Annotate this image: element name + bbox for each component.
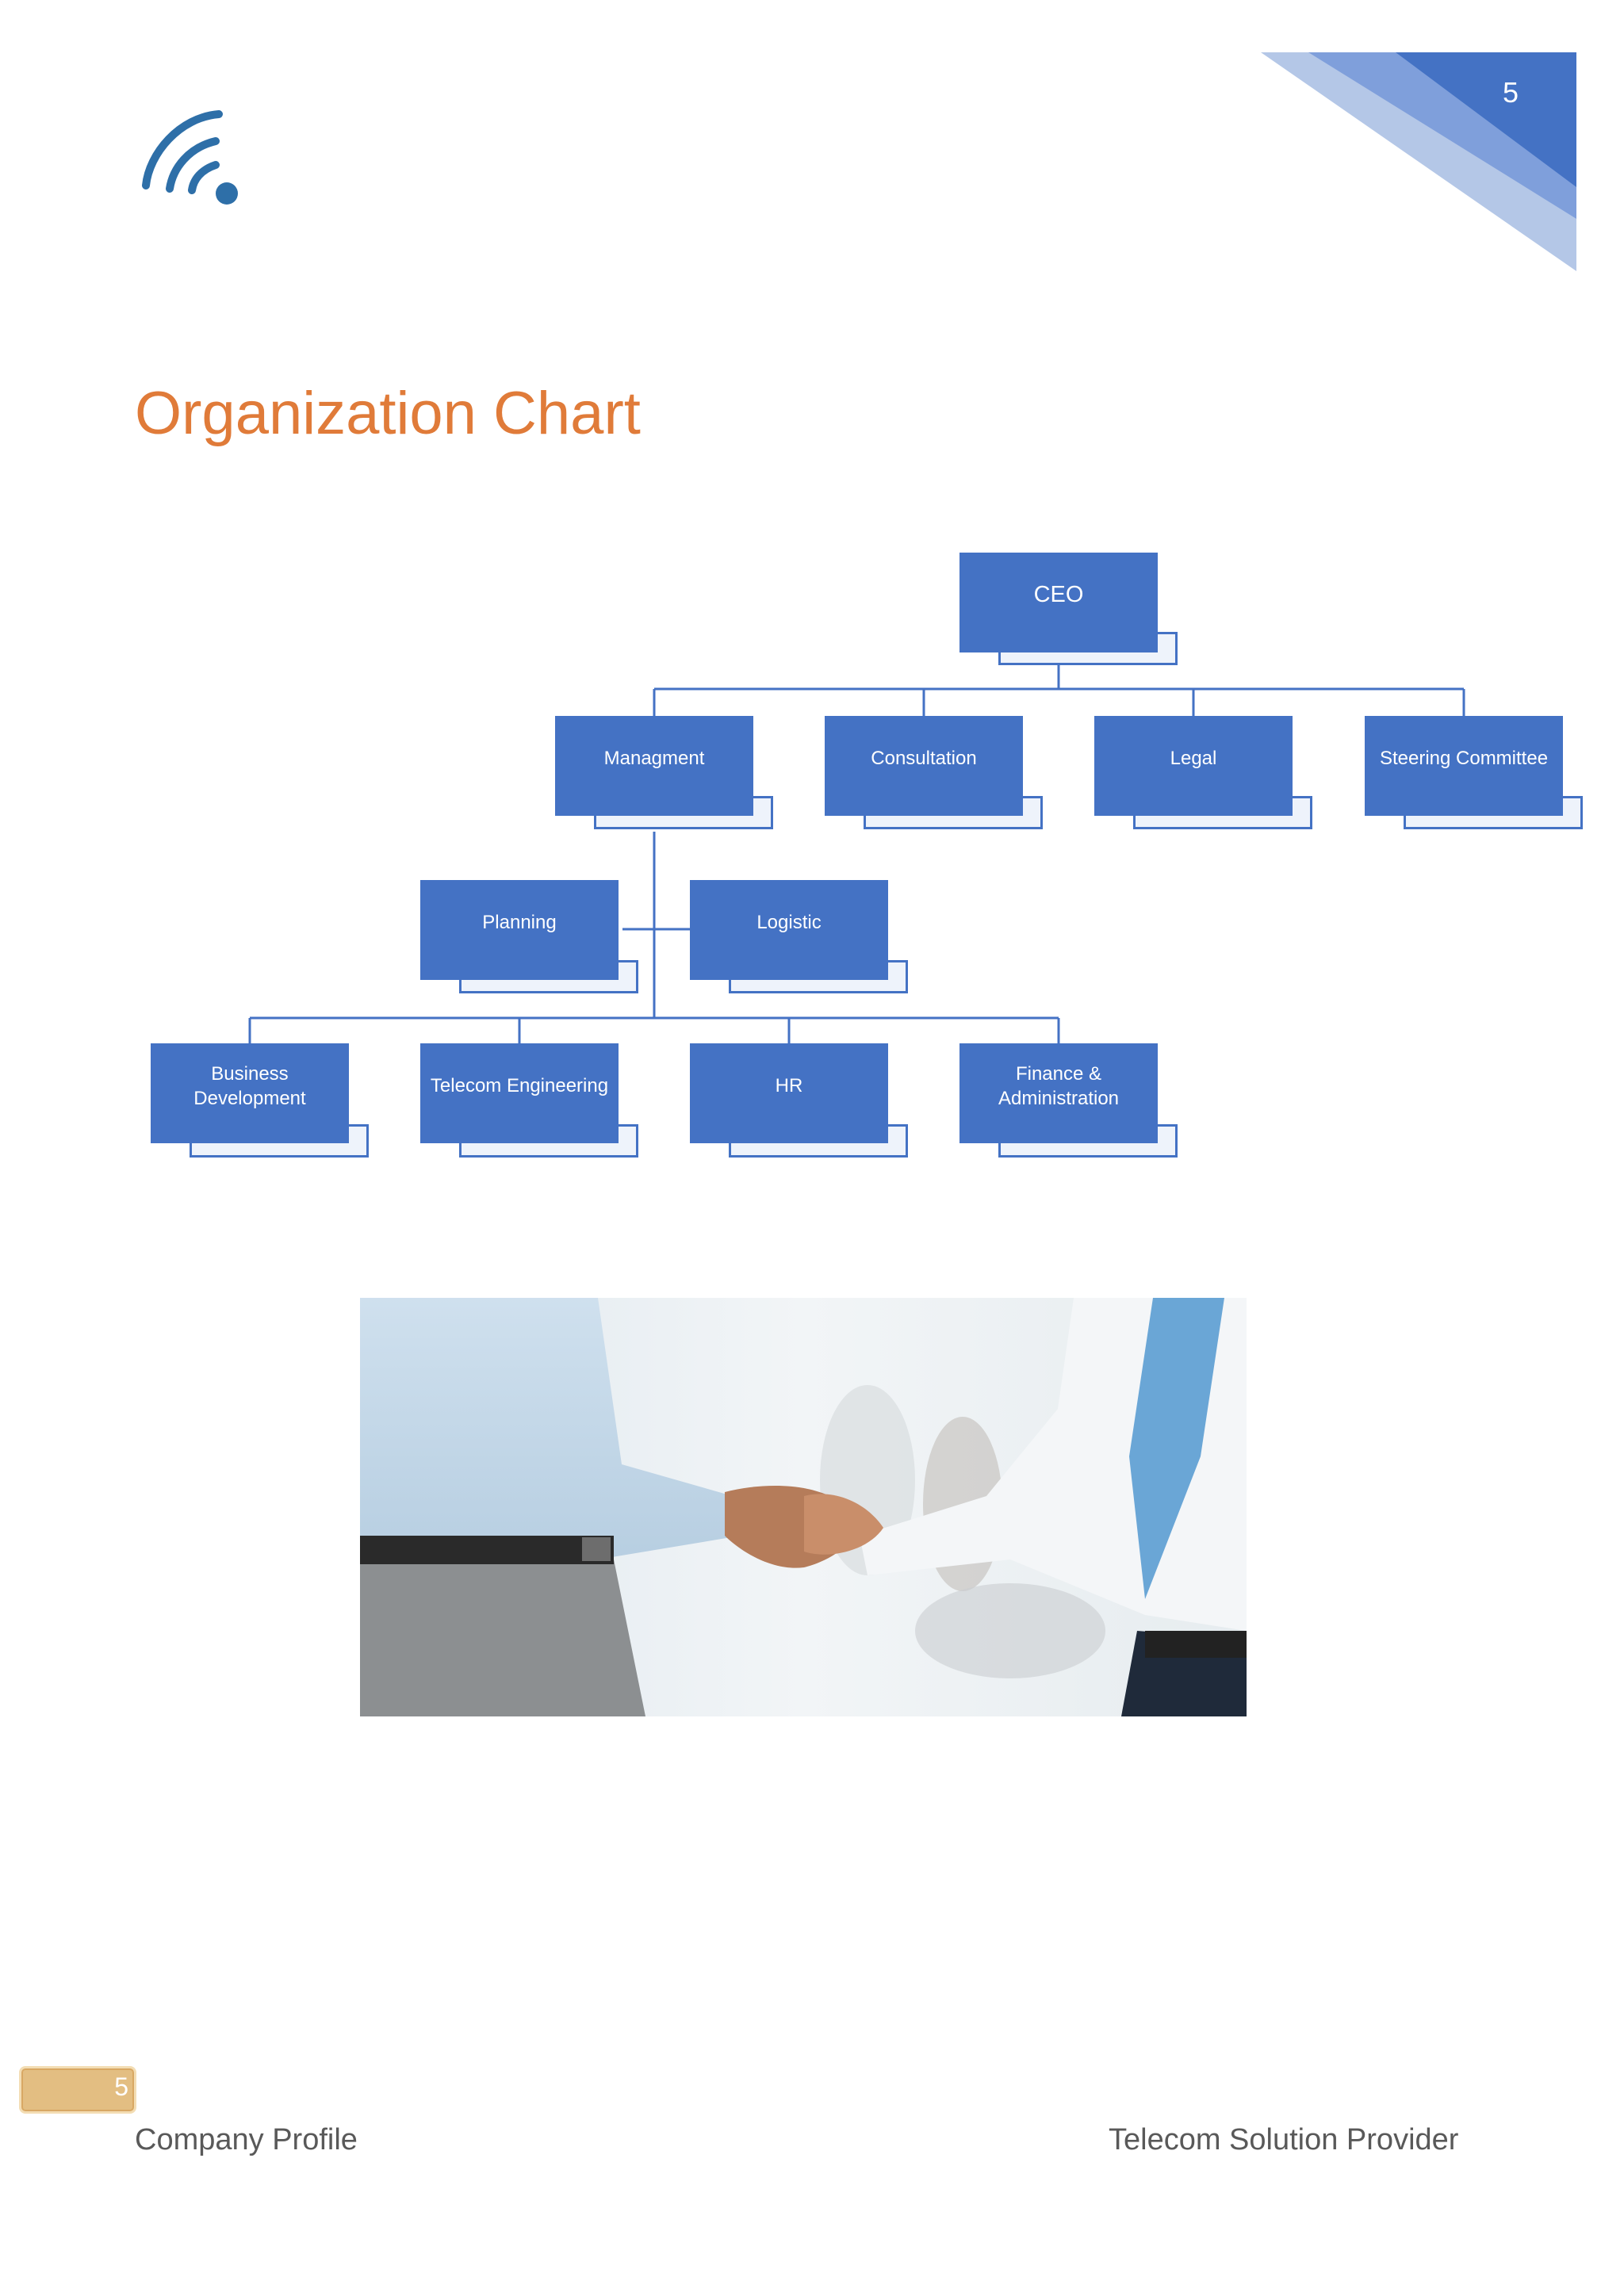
org-node-logistic: Logistic xyxy=(690,880,888,980)
footer-right-text: Telecom Solution Provider xyxy=(1109,2123,1459,2156)
org-node-label: Steering Committee xyxy=(1379,748,1549,770)
org-node-steering: Steering Committee xyxy=(1365,716,1563,816)
org-node-business-development: Business Development xyxy=(151,1043,349,1143)
header-page-number: 5 xyxy=(1502,76,1519,109)
org-node-label: Planning xyxy=(482,912,557,934)
org-node-label: Telecom Engineering xyxy=(430,1075,609,1097)
org-node-telecom-engineering: Telecom Engineering xyxy=(420,1043,619,1143)
org-node-label: Consultation xyxy=(871,748,977,770)
org-node-label: Logistic xyxy=(756,912,822,934)
footer-left-text: Company Profile xyxy=(135,2123,358,2156)
org-node-label: Business Development xyxy=(193,1062,306,1109)
corner-decoration xyxy=(1261,52,1576,271)
org-node-consultation: Consultation xyxy=(825,716,1023,816)
footer-page-number: 5 xyxy=(114,2072,128,2101)
org-node-planning: Planning xyxy=(420,880,619,980)
business-handshake-photo xyxy=(360,1298,1247,1716)
org-node-label: Legal xyxy=(1170,748,1217,770)
org-node-label: Managment xyxy=(603,748,705,770)
org-node-hr: HR xyxy=(690,1043,888,1143)
org-node-ceo: CEO xyxy=(959,553,1158,652)
footer-page-badge xyxy=(19,2066,136,2114)
org-node-legal: Legal xyxy=(1094,716,1293,816)
org-node-label: HR xyxy=(775,1075,803,1097)
org-node-finance-administration: Finance & Administration xyxy=(959,1043,1158,1143)
org-node-managment: Managment xyxy=(555,716,753,816)
org-node-label: Finance & Administration xyxy=(998,1062,1120,1109)
wifi-signal-icon xyxy=(142,110,238,205)
page-title: Organization Chart xyxy=(135,380,641,447)
org-node-label: CEO xyxy=(1033,582,1084,608)
